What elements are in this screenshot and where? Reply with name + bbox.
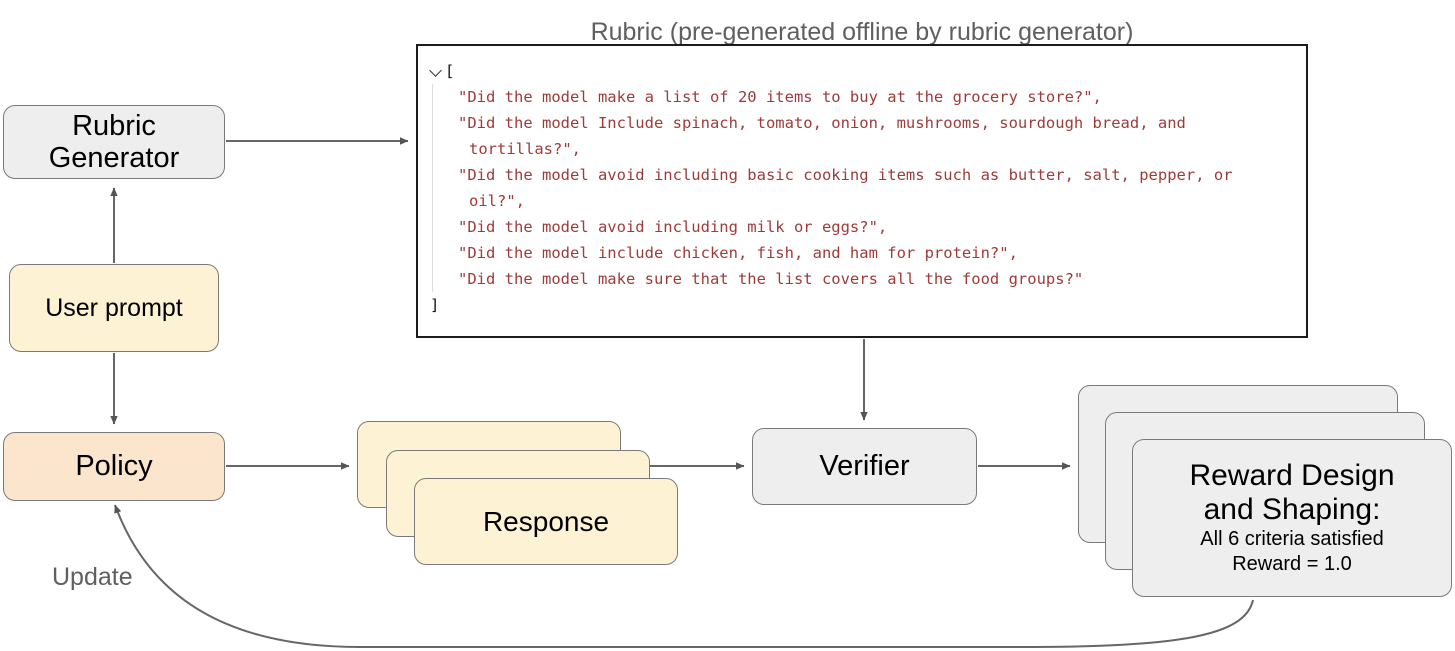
- node-user-prompt[interactable]: User prompt: [9, 264, 219, 352]
- node-reward-stack[interactable]: Reward Design and Shaping: All 6 criteri…: [1078, 385, 1455, 600]
- reward-criteria-text: All 6 criteria satisfied: [1200, 528, 1384, 551]
- node-policy[interactable]: Policy: [3, 432, 225, 501]
- node-verifier[interactable]: Verifier: [752, 428, 977, 505]
- rubric-item: "Did the model make sure that the list c…: [458, 270, 1084, 288]
- response-card-front[interactable]: Response: [414, 478, 678, 565]
- rubric-open-bracket-row[interactable]: [: [430, 58, 1296, 84]
- verifier-label: Verifier: [819, 450, 910, 483]
- rubric-item: "Did the model include chicken, fish, an…: [458, 244, 1018, 262]
- rubric-close-bracket: ]: [430, 296, 440, 314]
- response-label: Response: [482, 505, 610, 537]
- rubric-item: "Did the model avoid including basic coo…: [458, 166, 1233, 210]
- rubric-item: "Did the model make a list of 20 items t…: [458, 88, 1102, 106]
- rubric-item: "Did the model Include spinach, tomato, …: [458, 114, 1186, 158]
- update-edge-label: Update: [52, 563, 133, 591]
- reward-title-line-1: Reward Design: [1189, 458, 1395, 492]
- rubric-panel-caption: Rubric (pre-generated offline by rubric …: [590, 18, 1134, 46]
- rubric-panel[interactable]: [ "Did the model make a list of 20 items…: [416, 44, 1308, 338]
- rubric-code-block: [ "Did the model make a list of 20 items…: [430, 58, 1296, 318]
- reward-value-text: Reward = 1.0: [1232, 553, 1352, 576]
- rubric-item: "Did the model avoid including milk or e…: [458, 218, 888, 236]
- rubric-open-bracket: [: [445, 62, 455, 80]
- reward-card-front[interactable]: Reward Design and Shaping: All 6 criteri…: [1132, 439, 1452, 597]
- rubric-item-list: "Did the model make a list of 20 items t…: [432, 84, 1296, 292]
- node-response-stack[interactable]: Response: [357, 421, 679, 566]
- node-rubric-generator[interactable]: Rubric Generator: [3, 105, 225, 179]
- reward-title-line-2: and Shaping:: [1203, 493, 1381, 526]
- chevron-down-icon[interactable]: [430, 65, 443, 78]
- policy-label: Policy: [75, 450, 153, 483]
- rubric-close-bracket-row: ]: [430, 292, 1296, 318]
- rubric-generator-label: Rubric Generator: [48, 109, 180, 174]
- user-prompt-label: User prompt: [45, 294, 183, 322]
